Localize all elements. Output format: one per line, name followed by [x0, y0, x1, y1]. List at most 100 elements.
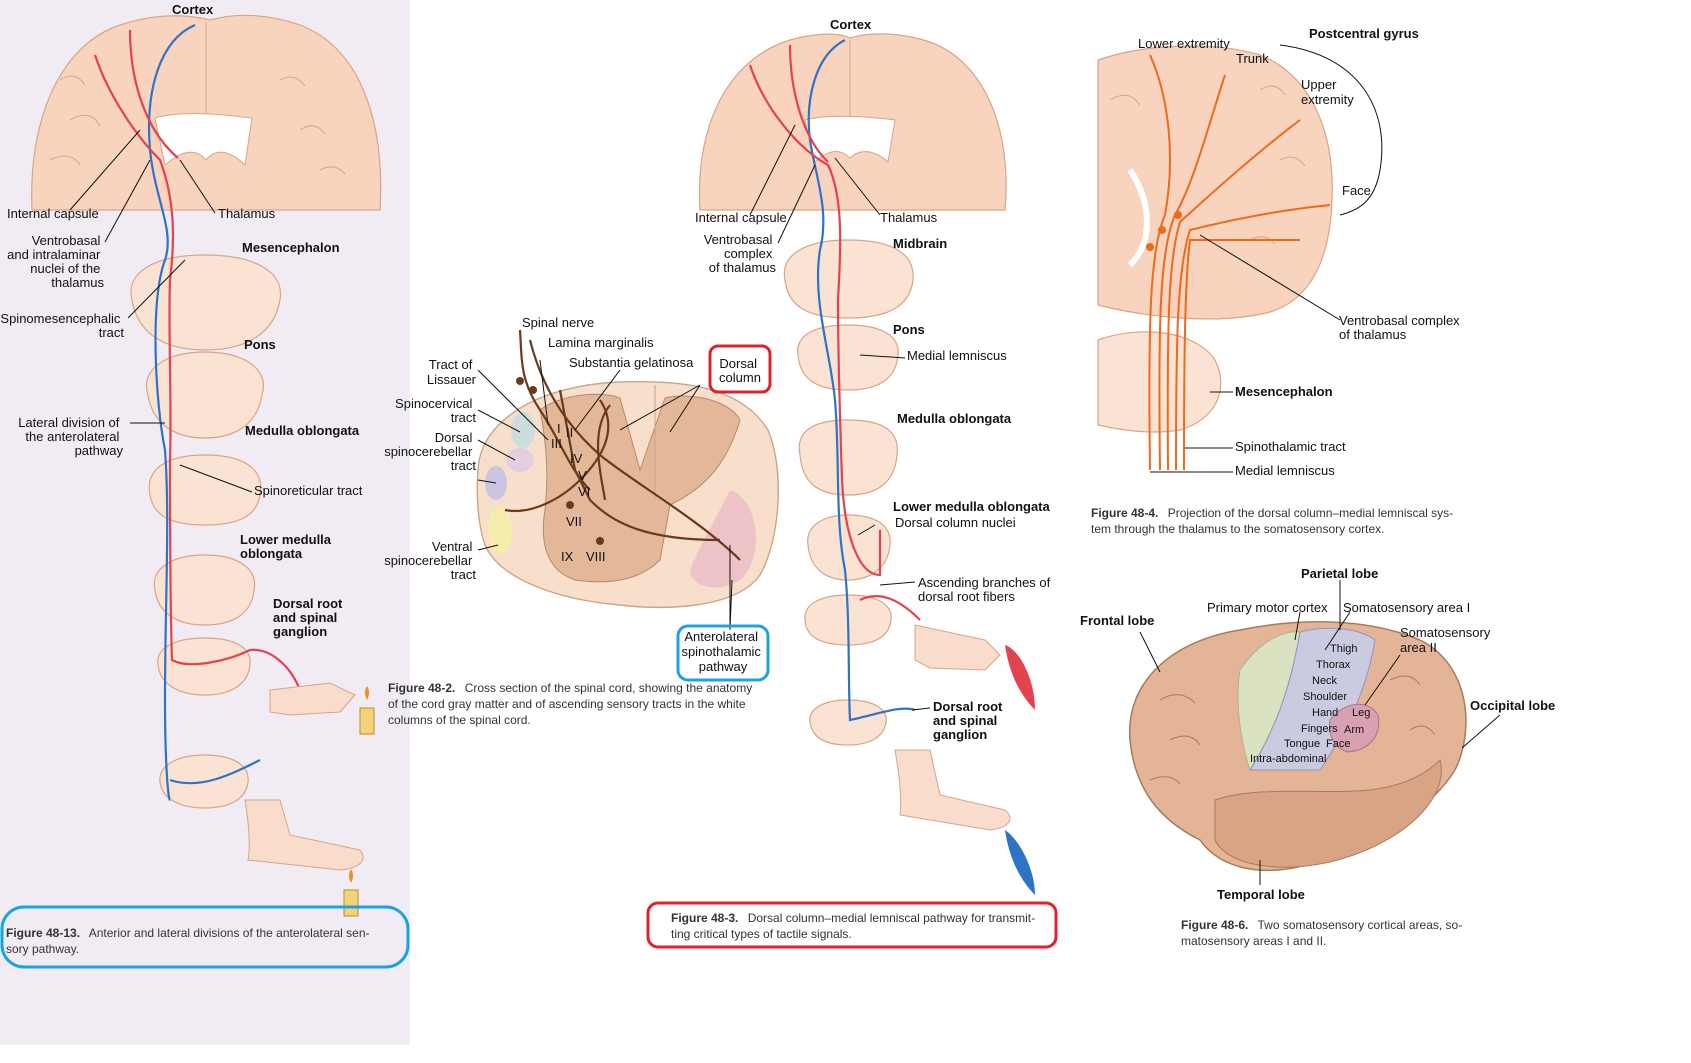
fig3-medial-lemniscus-label: Medial lemniscus [907, 348, 1007, 363]
fig2-anterolateral-label: Anterolateral spinothalamic pathway [681, 629, 764, 674]
fig13-ventrobasal-label: Ventrobasal and intralaminar nuclei of t… [7, 233, 104, 290]
fig13-foot-illustration [244, 799, 364, 917]
fig3-cortex-label: Cortex [830, 17, 872, 32]
figure-48-3: Cortex Internal capsule Thalamus Ventrob… [646, 17, 1058, 949]
figure-48-2: I II III IV V VI VII IX VIII Spinal nerv… [384, 315, 779, 727]
fig6-caption: Figure 48-6. Two somatosensory cortical … [1181, 918, 1466, 948]
fig3-blue-pathway [807, 39, 916, 722]
homunculus-fingers: Fingers [1301, 723, 1338, 735]
fig2-dorsal-column-label: Dorsal column [719, 356, 761, 385]
lamina-VII: VII [566, 514, 582, 529]
fig3-midbrain-section [783, 239, 914, 319]
fig2-spinocervical-label: Spinocervical tract [395, 396, 476, 425]
fig2-spinal-nerve-label: Spinal nerve [522, 315, 594, 330]
fig13-blue-pathway [148, 23, 196, 802]
fig3-internal-capsule-label: Internal capsule [695, 210, 787, 225]
fig3-caption: Figure 48-3. Dorsal column–medial lemnis… [671, 911, 1038, 941]
fig3-red-pathway [748, 64, 882, 577]
fig6-somatosensory1-label: Somatosensory area I [1343, 600, 1470, 615]
fig3-thalamus-label: Thalamus [880, 210, 938, 225]
fig4-medial-lemniscus-label: Medial lemniscus [1235, 463, 1335, 478]
fig2-caption: Figure 48-2. Cross section of the spinal… [388, 681, 756, 727]
homunculus-neck: Neck [1312, 675, 1338, 687]
fig4-gyrus-bracket [1279, 44, 1383, 216]
fig13-red-pathway [93, 54, 251, 666]
fig13-hand-illustration [269, 682, 375, 735]
lamina-VIII: VIII [586, 549, 606, 564]
fig13-mesencephalon-section [130, 254, 282, 351]
fig3-dorsal-root-label: Dorsal root and spinal ganglion [933, 699, 1006, 742]
fig4-ventrobasal-label: Ventrobasal complex of thalamus [1339, 313, 1463, 342]
fig13-pons-label: Pons [244, 337, 276, 352]
fig4-postcentral-label: Postcentral gyrus [1309, 26, 1419, 41]
fig13-internal-capsule-label: Internal capsule [7, 206, 99, 221]
fig13-caption-highlight [0, 905, 410, 969]
fig3-midbrain-label: Midbrain [893, 236, 947, 251]
lamina-I: I [557, 421, 561, 436]
fig4-face-label: Face [1342, 183, 1371, 198]
fig4-caption: Figure 48-4. Projection of the dorsal co… [1091, 506, 1457, 536]
fig3-hand-illustration [914, 624, 1001, 671]
area2-leg: Leg [1352, 707, 1370, 719]
figure-48-4: Lower extremity Postcentral gyrus Trunk … [1091, 26, 1463, 536]
fig13-cortex-label: Cortex [172, 2, 214, 17]
fig3-caption-highlight [646, 901, 1058, 949]
fig6-frontal-label: Frontal lobe [1080, 613, 1154, 628]
fig3-medulla-section [798, 419, 898, 496]
fig2-ventral-spinocerebellar-label: Ventral spinocerebellar tract [384, 539, 476, 582]
fig13-spinoreticular-label: Spinoreticular tract [254, 483, 363, 498]
fig2-tract-lissauer-label: Tract of Lissauer [427, 357, 477, 387]
fig3-spinal-section-2 [809, 699, 887, 746]
fig13-spinal-section-1 [157, 637, 251, 696]
fig4-spinothalamic-label: Spinothalamic tract [1235, 439, 1346, 454]
fig3-medulla-label: Medulla oblongata [897, 411, 1012, 426]
fig3-pons-section [797, 324, 899, 391]
homunculus-shoulder: Shoulder [1303, 691, 1347, 703]
fig3-lower-medulla-section [807, 514, 891, 581]
lamina-IV: IV [570, 451, 583, 466]
fig2-lamina-marginalis-label: Lamina marginalis [548, 335, 654, 350]
fig2-spinal-cord [476, 380, 779, 609]
fig6-occipital-label: Occipital lobe [1470, 698, 1555, 713]
fig3-pons-label: Pons [893, 322, 925, 337]
fig13-red-pathway-2 [128, 29, 179, 159]
homunculus-hand: Hand [1312, 707, 1338, 719]
fig13-red-root [249, 648, 302, 691]
fig6-brain-lateral [1129, 621, 1467, 872]
fig3-blue-feather [1005, 830, 1035, 895]
fig4-trunk-label: Trunk [1236, 51, 1269, 66]
fig4-upper-extremity-label: Upper extremity [1301, 77, 1354, 107]
fig13-coronal-brain [31, 14, 382, 211]
fig13-pons-section [145, 351, 265, 439]
fig3-red-pathway-2 [788, 44, 829, 163]
fig13-blue-root [169, 759, 261, 785]
fig2-dorsal-column-highlight [708, 344, 772, 394]
lamina-III: III [551, 436, 562, 451]
fig3-ventrobasal-label: Ventrobasal complex of thalamus [704, 232, 777, 275]
fig3-lower-medulla-label: Lower medulla oblongata [893, 499, 1051, 514]
fig2-substantia-label: Substantia gelatinosa [569, 355, 694, 370]
figure-48-6: Thigh Thorax Neck Shoulder Hand Fingers … [1080, 566, 1555, 948]
fig13-medulla-label: Medulla oblongata [245, 423, 360, 438]
fig2-anterolateral-highlight [676, 624, 770, 682]
homunculus-thigh: Thigh [1330, 643, 1358, 655]
fig6-parietal-label: Parietal lobe [1301, 566, 1378, 581]
fig4-lower-extremity-label: Lower extremity [1138, 36, 1230, 51]
lamina-V: V [578, 468, 587, 483]
fig13-lateral-division-label: Lateral division of the anterolateral pa… [18, 415, 123, 458]
fig13-dorsal-root-label: Dorsal root and spinal ganglion [273, 596, 346, 639]
fig4-mesencephalon-label: Mesencephalon [1235, 384, 1333, 399]
fig13-medulla-section [148, 454, 262, 526]
fig13-thalamus-label: Thalamus [218, 206, 276, 221]
fig6-somatosensory2-label: Somatosensory area II [1400, 625, 1494, 655]
area2-arm: Arm [1344, 724, 1364, 736]
fig2-laminae: I II III IV V VI VII IX VIII [551, 421, 606, 564]
fig13-lower-medulla-section [153, 554, 256, 626]
fig3-red-root [859, 595, 921, 621]
homunculus-thorax: Thorax [1316, 659, 1351, 671]
fig13-spinomesencephalic-label: Spinomesencephalic tract [0, 311, 124, 340]
fig13-mesencephalon-label: Mesencephalon [242, 240, 340, 255]
fig3-dorsal-column-nuclei-label: Dorsal column nuclei [895, 515, 1016, 530]
area2-face: Face [1326, 738, 1350, 750]
